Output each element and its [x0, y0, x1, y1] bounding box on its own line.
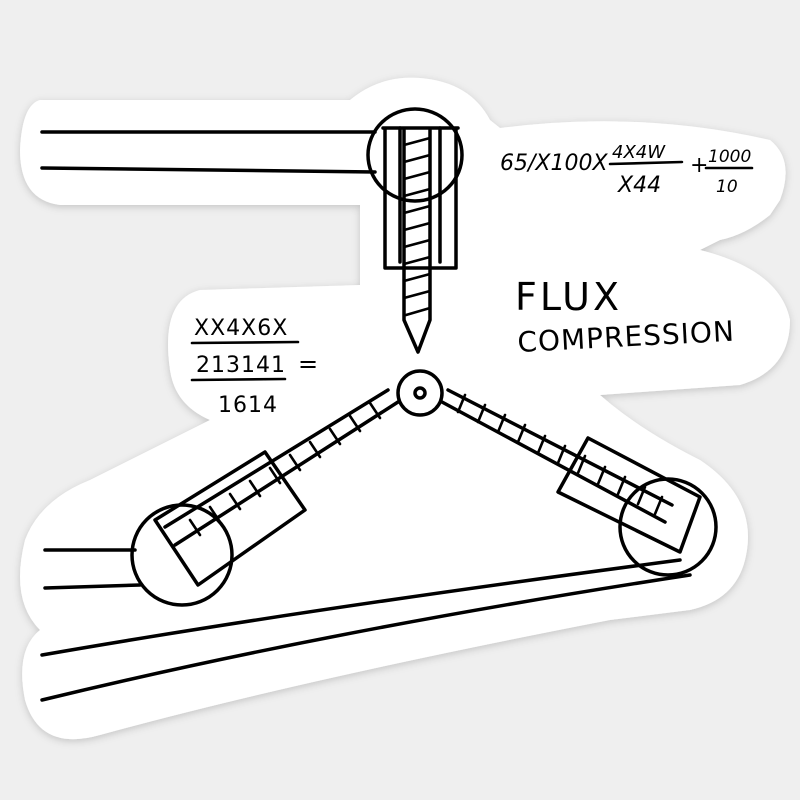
equation-left-bar2: [190, 377, 287, 382]
top-circle: [366, 107, 464, 203]
equation-left-bar1: [190, 340, 300, 345]
left-electrode: [163, 388, 400, 547]
top-housing: [381, 126, 460, 270]
right-circle: [618, 477, 718, 577]
equation-top-fraction-bar: [608, 160, 684, 166]
left-housing: [153, 450, 307, 587]
center-hub: [396, 369, 444, 417]
equation-top-denominator: X44: [617, 173, 661, 198]
equation-left-line2: 213141: [196, 353, 286, 378]
equation-top-plus-numerator: 1000: [708, 147, 751, 167]
left-circle: [130, 503, 234, 607]
top-electrode-hatching: [402, 136, 432, 317]
equation-top-numerator: 4X4W: [612, 142, 666, 163]
equation-top-prefix: 65/X100X: [500, 151, 608, 176]
title-line1: FLUX: [515, 275, 622, 319]
top-inner-bracket: [398, 126, 442, 264]
bottom-wire-upper: [40, 558, 682, 657]
bottom-wire-lower: [40, 573, 692, 702]
equation-top-plus: +: [690, 153, 708, 178]
left-wire-lower: [43, 583, 142, 590]
right-electrode-hatching: [456, 393, 664, 516]
equation-left-line3: 1614: [218, 393, 278, 418]
equation-left-equals: =: [298, 350, 318, 378]
right-housing: [556, 436, 702, 554]
equation-top-plus-denominator: 10: [716, 177, 738, 197]
left-electrode-hatching: [188, 401, 382, 537]
top-wire-lower: [40, 166, 377, 174]
center-hub-dot: [413, 386, 427, 400]
equation-left-line1: XX4X6X: [194, 316, 288, 341]
